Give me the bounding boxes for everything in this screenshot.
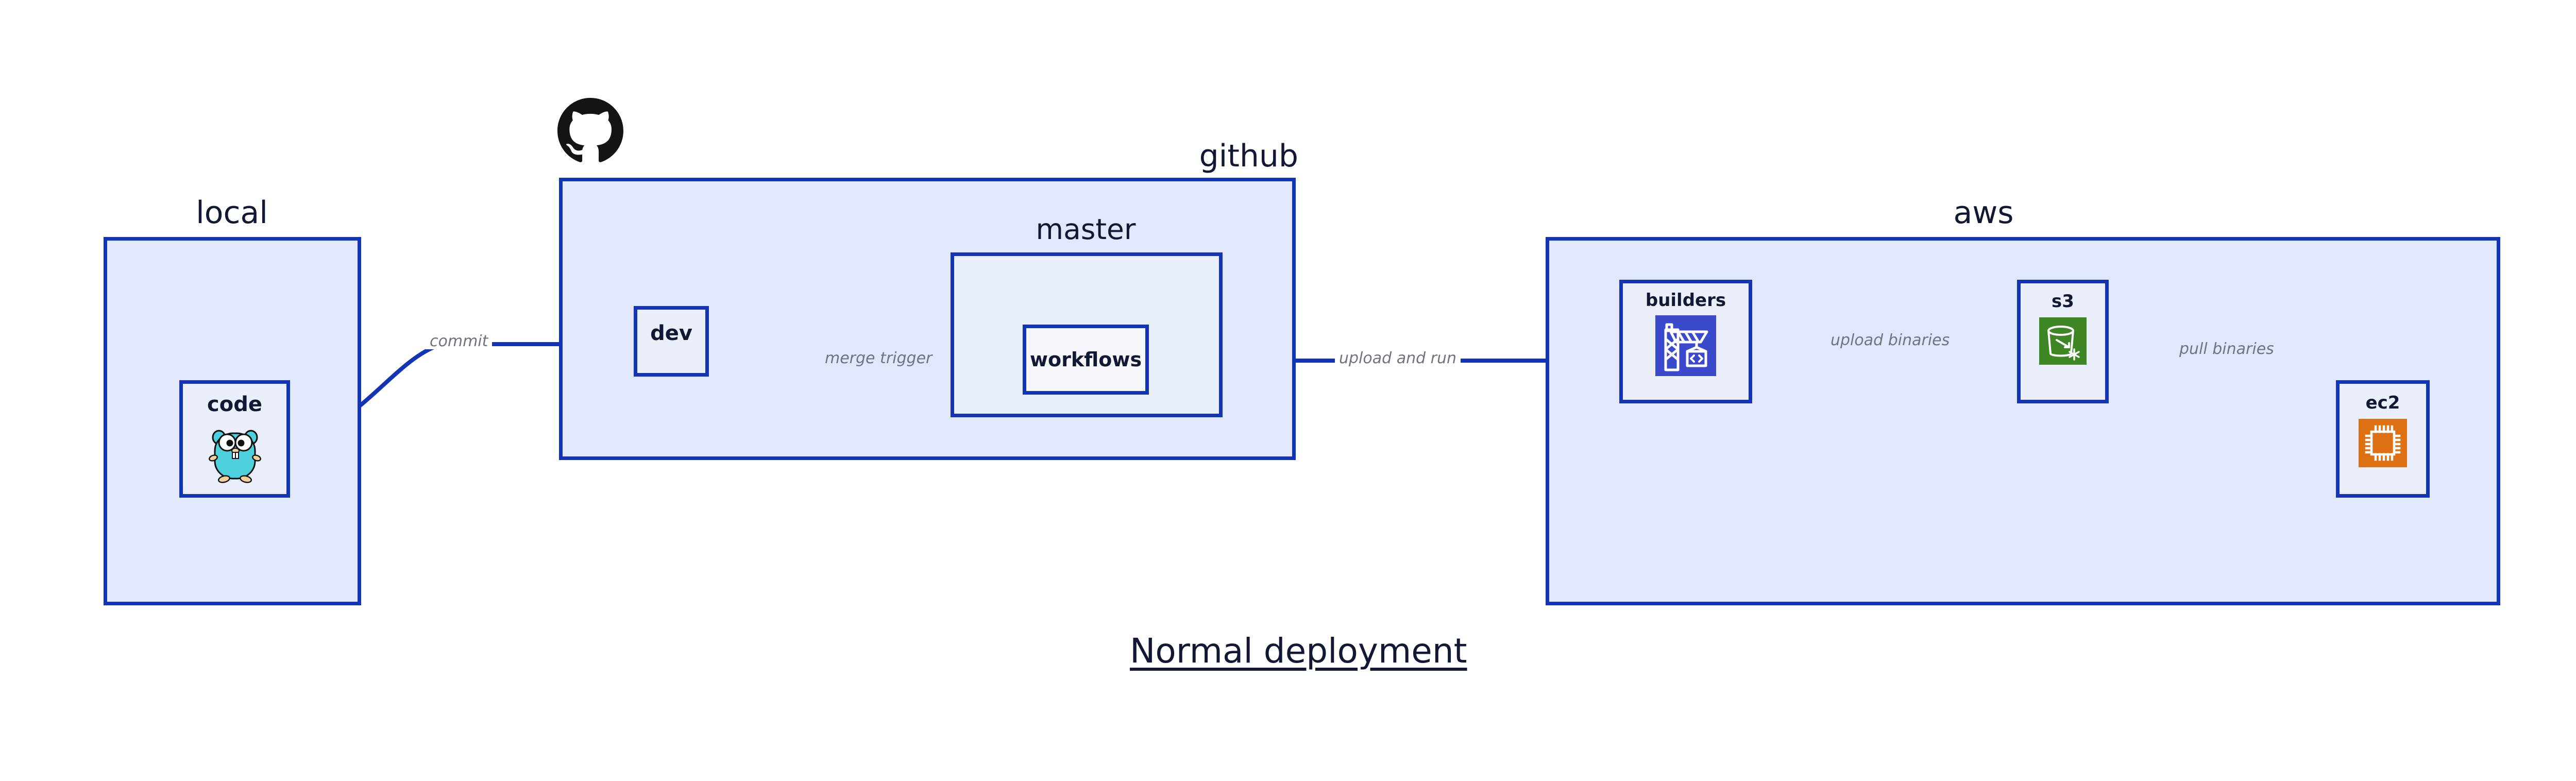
edge-label-upload-and-run: upload and run [1335,351,1461,366]
aws-codebuild-icon [1655,315,1716,378]
node-label-code: code [207,393,262,416]
node-dev[interactable]: dev [634,306,709,377]
node-code[interactable]: code [179,380,290,498]
node-label-s3: s3 [2052,291,2074,312]
group-label-github: github [1199,138,1298,174]
aws-ec2-chip-icon [2359,419,2407,469]
edge-label-commit: commit [426,334,493,349]
node-label-builders: builders [1645,290,1726,311]
diagram-title: Normal deployment [1130,631,1467,671]
edge-label-upload-binaries: upload binaries [1826,333,1954,348]
node-label-dev: dev [650,321,692,345]
node-label-ec2: ec2 [2365,393,2400,413]
group-label-aws: aws [1953,195,2014,231]
node-label-workflows: workflows [1029,348,1142,371]
node-builders[interactable]: builders [1619,280,1752,403]
go-gopher-icon [207,424,263,487]
node-ec2[interactable]: ec2 [2336,380,2430,498]
node-s3[interactable]: s3 [2017,280,2109,403]
node-workflows[interactable]: workflows [1023,325,1149,395]
group-label-local: local [196,195,268,231]
group-label-master: master [1036,213,1136,246]
aws-s3-bucket-icon [2039,317,2087,367]
edge-label-pull-binaries: pull binaries [2175,342,2278,357]
github-octocat-logo [557,98,623,166]
edge-label-merge-trigger: merge trigger [821,351,937,366]
